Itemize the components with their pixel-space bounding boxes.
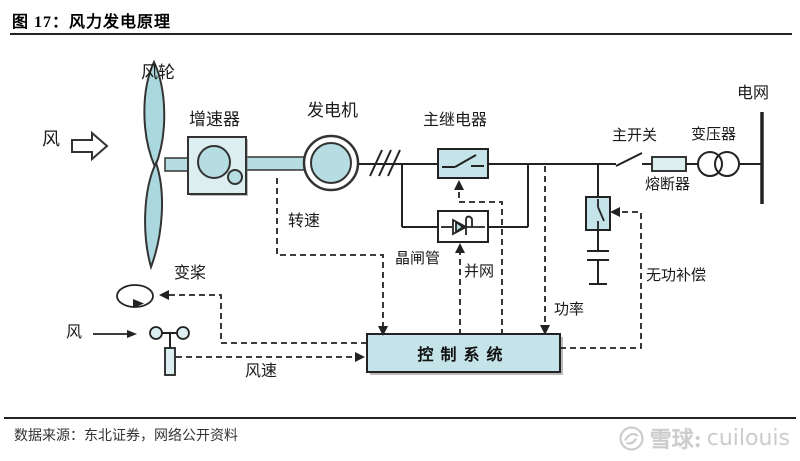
label-main-switch: 主开关 <box>612 126 658 144</box>
watermark: 雪球: cuilouis <box>618 422 790 454</box>
title-divider <box>10 33 792 35</box>
generator-icon <box>302 134 360 192</box>
label-wind-sensor: 风 <box>66 322 83 341</box>
label-rotation-speed: 转速 <box>288 211 321 230</box>
main-relay-icon <box>437 148 489 179</box>
label-control-system: 控制系统 <box>417 345 510 364</box>
label-pitch: 变桨 <box>174 263 207 282</box>
gearbox-icon <box>187 136 248 196</box>
label-rotor: 风轮 <box>141 63 175 83</box>
rotor-blades-icon <box>143 59 166 271</box>
footer-divider <box>4 417 796 419</box>
pitch-rotation-icon <box>116 284 154 308</box>
thyristor-icon <box>437 210 489 243</box>
label-grid-connection: 并网 <box>464 262 495 280</box>
main-switch-blade <box>615 152 643 167</box>
watermark-user: cuilouis <box>706 425 790 451</box>
label-transformer: 变压器 <box>691 125 737 143</box>
data-source-text: 数据来源：东北证券，网络公开资料 <box>14 429 238 444</box>
transformer-icon <box>697 151 740 177</box>
figure-title: 图 17：风力发电原理 <box>12 14 172 31</box>
fuse-icon <box>651 156 687 172</box>
label-wind-speed: 风速 <box>245 361 278 380</box>
label-generator: 发电机 <box>307 101 358 121</box>
xueqiu-logo-icon <box>619 425 644 451</box>
watermark-site: 雪球: <box>649 427 702 453</box>
signal-arrowheads <box>159 180 620 362</box>
label-power: 功率 <box>554 300 585 318</box>
compensation-switch-icon <box>585 196 611 231</box>
label-grid: 电网 <box>737 83 770 102</box>
label-gearbox: 增速器 <box>189 110 240 130</box>
anemometer-icon <box>149 326 190 376</box>
three-phase-slashes <box>369 149 401 177</box>
label-wind: 风 <box>42 129 60 150</box>
control-system-box <box>366 333 563 375</box>
wind-sensor-arrow-icon <box>93 330 137 338</box>
label-fuse: 熔断器 <box>645 175 691 193</box>
signal-lines <box>169 166 642 358</box>
wind-arrow-icon <box>71 130 109 162</box>
label-main-relay: 主继电器 <box>423 110 488 129</box>
high-speed-shaft <box>245 156 307 171</box>
main-shaft <box>164 157 191 172</box>
label-thyristor: 晶闸管 <box>395 249 441 267</box>
wiring-lines <box>358 112 764 285</box>
label-reactive-compensation: 无功补偿 <box>646 266 707 284</box>
